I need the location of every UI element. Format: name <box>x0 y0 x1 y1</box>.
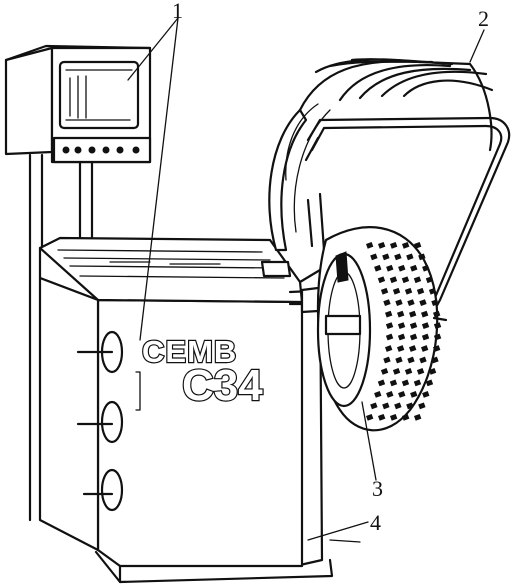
tread-block <box>370 253 378 261</box>
tread-block <box>421 310 429 318</box>
tread-block <box>397 345 405 352</box>
control-buttons <box>62 146 140 154</box>
tread-block <box>421 333 430 341</box>
tread-block <box>382 402 390 410</box>
tread-block <box>394 253 402 261</box>
tread-block <box>366 241 374 249</box>
tread-block <box>407 356 415 364</box>
tread-block <box>392 287 401 295</box>
balancer-cabinet <box>38 236 361 584</box>
tread-block <box>420 345 429 352</box>
tread-block <box>401 379 410 387</box>
tread-block <box>433 310 441 318</box>
tread-block <box>409 345 417 352</box>
tread-block <box>422 264 430 272</box>
tread-block <box>392 368 401 375</box>
tread-block <box>397 322 406 329</box>
tread-block <box>402 413 410 421</box>
tread-block <box>431 299 439 306</box>
tread-block <box>421 322 430 329</box>
tread-block <box>398 391 406 398</box>
callout-3: 3 <box>372 476 383 501</box>
model-logo: C34 <box>182 361 263 410</box>
tread-block <box>416 287 425 295</box>
tread-block <box>374 391 382 398</box>
weight-storage-pegs <box>76 330 124 512</box>
callout-4: 4 <box>370 510 381 535</box>
tread-block <box>386 391 394 398</box>
brand-logo: CEMB <box>142 334 237 369</box>
tread-block <box>397 333 406 341</box>
tread-block <box>416 368 425 375</box>
tread-block <box>377 379 386 387</box>
tread-block <box>385 322 394 329</box>
tread-block <box>413 413 422 421</box>
tread-block <box>425 276 434 284</box>
tread-block <box>419 356 427 364</box>
tread-block <box>385 333 394 341</box>
tread-block <box>383 356 391 364</box>
tread-block <box>433 345 441 352</box>
tread-block <box>382 253 390 261</box>
tread-block <box>410 391 418 398</box>
tread-block <box>385 345 393 352</box>
tread-block <box>433 333 442 341</box>
tread-block <box>422 391 430 398</box>
tread-block <box>413 276 422 284</box>
tread-block <box>402 241 410 249</box>
tread-block <box>397 310 405 318</box>
tread-block <box>404 368 413 375</box>
tread-block <box>398 264 406 272</box>
leader-lines <box>127 17 485 541</box>
tread-block <box>370 402 378 410</box>
tread-block <box>428 287 437 295</box>
tread-block <box>401 276 410 284</box>
wheel-guard <box>268 58 511 320</box>
tread-block <box>407 299 415 306</box>
tread-block <box>377 276 386 284</box>
tread-block <box>389 379 398 387</box>
tread-block <box>418 402 426 410</box>
tread-block <box>410 264 418 272</box>
tread-block <box>380 368 389 375</box>
tread-block <box>383 299 391 306</box>
callout-1: 1 <box>172 0 183 23</box>
tread-block <box>377 241 386 249</box>
tread-block <box>390 241 398 249</box>
tread-block <box>390 413 398 421</box>
tread-block <box>404 287 413 295</box>
tread-block <box>406 253 414 261</box>
tread-block <box>389 276 398 284</box>
tread-block <box>419 299 427 306</box>
tyre-tread <box>366 241 442 421</box>
tread-block <box>425 379 434 387</box>
tread-block <box>395 356 403 364</box>
tread-block <box>413 241 422 249</box>
tread-block <box>386 264 394 272</box>
tread-block <box>409 310 417 318</box>
tread-block <box>409 322 418 329</box>
tread-block <box>409 333 418 341</box>
tread-block <box>394 402 402 410</box>
tread-block <box>433 322 442 329</box>
tread-block <box>406 402 414 410</box>
tread-block <box>385 310 393 318</box>
tread-block <box>395 299 403 306</box>
tread-block <box>413 379 422 387</box>
tread-block <box>418 253 426 261</box>
tread-block <box>377 413 386 421</box>
tread-block <box>380 287 389 295</box>
tread-block <box>431 356 439 364</box>
display-monitor <box>4 44 152 522</box>
tread-block <box>366 413 374 421</box>
tread-block <box>374 264 382 272</box>
callout-2: 2 <box>478 6 489 31</box>
tread-block <box>428 368 437 375</box>
